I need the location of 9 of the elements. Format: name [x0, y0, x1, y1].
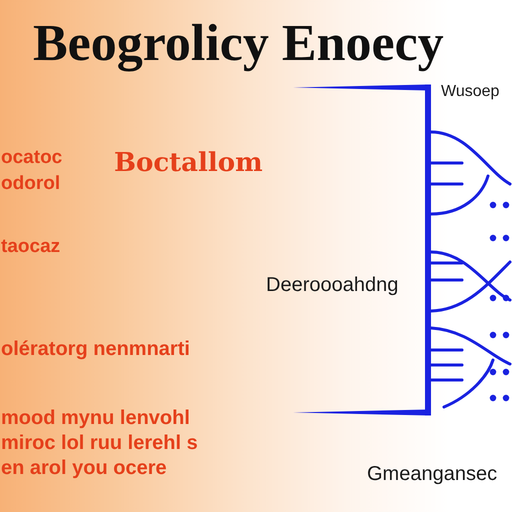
- side-label: olératorg nenmnarti: [1, 337, 190, 361]
- side-label: taocaz: [1, 236, 60, 259]
- section-heading: Boctallom: [114, 148, 263, 180]
- side-label: Deeroooahdng: [266, 273, 398, 297]
- diagram-title: Beogrolicy Enoecy: [33, 15, 444, 72]
- side-label: Gmeangansec: [367, 462, 498, 486]
- body-text: mood mynu lenvohl miroc lol ruu lerehl s en arol you ocere: [1, 406, 198, 481]
- side-label: Wusoep: [441, 82, 500, 102]
- side-label: ocatoc odorol: [1, 146, 64, 196]
